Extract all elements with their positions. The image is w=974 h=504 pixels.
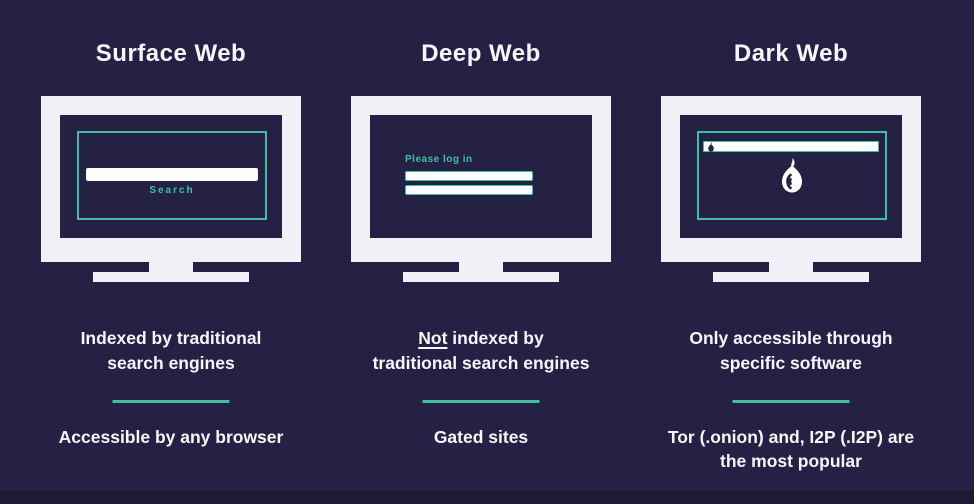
- surface-web-description-primary: Indexed by traditional search engines: [80, 328, 262, 373]
- surface-web-title: Surface Web: [95, 40, 247, 67]
- deep-web-description-secondary: Gated sites: [433, 427, 529, 447]
- surface-web-monitor: Search: [41, 96, 301, 282]
- address-bar-illustration: [703, 141, 879, 152]
- not-emphasis: Not: [418, 328, 448, 348]
- divider-line: [422, 400, 540, 403]
- tor-browser-window-frame: [697, 131, 887, 220]
- dark-web-description-secondary: Tor (.onion) and, I2P (.I2P) are the mos…: [667, 427, 915, 471]
- dark-web-title: Dark Web: [733, 40, 849, 67]
- onion-icon: [782, 158, 802, 193]
- monitor-bezel: Search: [41, 96, 301, 262]
- divider-line: [112, 400, 230, 403]
- dark-web-monitor: [661, 96, 921, 282]
- monitor-stand-neck: [769, 262, 813, 273]
- onion-icon: [708, 142, 714, 152]
- deep-web-column: Deep Web Please log in Not indexed by tr…: [321, 0, 641, 504]
- password-field-illustration: [405, 185, 533, 195]
- dark-web-description-primary: Only accessible through specific softwar…: [689, 328, 893, 373]
- surface-web-description-secondary: Accessible by any browser: [58, 427, 284, 447]
- monitor-screen: [680, 115, 902, 238]
- login-prompt-label: Please log in: [405, 154, 473, 165]
- surface-web-column: Surface Web Search Indexed by traditiona…: [11, 0, 331, 504]
- footer-strip: [0, 491, 974, 504]
- monitor-stand-neck: [149, 262, 193, 273]
- monitor-screen: Please log in: [370, 115, 592, 238]
- search-engine-window-frame: Search: [77, 131, 267, 220]
- monitor-stand-base: [403, 272, 559, 282]
- dark-web-column: Dark Web: [631, 0, 951, 504]
- search-input-illustration: [86, 168, 258, 181]
- deep-web-monitor: Please log in: [351, 96, 611, 282]
- monitor-screen: Search: [60, 115, 282, 238]
- monitor-stand-neck: [459, 262, 503, 273]
- search-label: Search: [149, 185, 195, 196]
- deep-web-title: Deep Web: [421, 40, 541, 67]
- divider-line: [732, 400, 850, 403]
- monitor-stand-base: [93, 272, 249, 282]
- monitor-bezel: [661, 96, 921, 262]
- username-field-illustration: [405, 171, 533, 181]
- deep-web-description-primary: Not indexed by traditional search engine…: [372, 328, 590, 373]
- monitor-bezel: Please log in: [351, 96, 611, 262]
- monitor-stand-base: [713, 272, 869, 282]
